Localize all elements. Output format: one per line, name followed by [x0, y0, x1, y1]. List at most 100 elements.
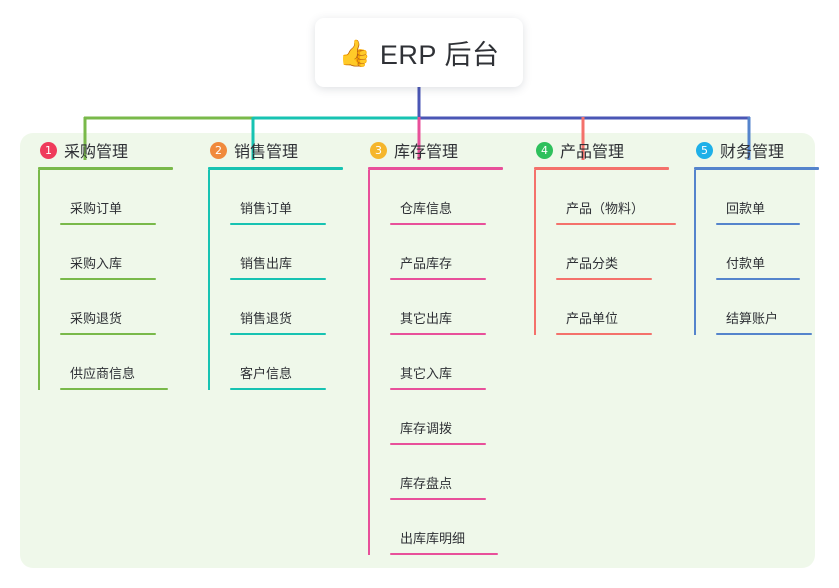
branch-items-4: 产品（物料） 产品分类产品单位	[534, 170, 684, 335]
content-panel	[20, 133, 815, 568]
branch-column-5: 5 财务管理回款单付款单结算账户	[684, 133, 834, 335]
leaf-underline	[230, 388, 326, 390]
branch-items-5: 回款单付款单结算账户	[694, 170, 834, 335]
leaf-label: 采购入库	[70, 256, 123, 271]
branch-badge-5: 5	[696, 141, 713, 159]
branch-header-5[interactable]: 5 财务管理	[684, 133, 834, 167]
leaf-node[interactable]: 采购订单	[60, 170, 188, 225]
branch-badge-4: 4	[536, 141, 553, 159]
branch-title-3: 库存管理	[394, 144, 459, 161]
leaf-label: 库存调拨	[400, 421, 453, 436]
leaf-node[interactable]: 结算账户	[716, 280, 834, 335]
leaf-underline	[230, 278, 326, 280]
leaf-node[interactable]: 供应商信息	[60, 335, 188, 390]
leaf-underline	[390, 278, 486, 280]
branch-column-2: 2 销售管理销售订单销售出库销售退货客户信息	[198, 133, 358, 390]
leaf-node[interactable]: 销售退货	[230, 280, 358, 335]
leaf-node[interactable]: 采购入库	[60, 225, 188, 280]
leaf-node[interactable]: 销售订单	[230, 170, 358, 225]
leaf-label: 产品（物料）	[566, 201, 645, 216]
branch-title-1: 采购管理	[64, 144, 129, 161]
leaf-node[interactable]: 出库库明细	[390, 500, 518, 555]
leaf-node[interactable]: 产品分类	[556, 225, 684, 280]
leaf-label: 产品分类	[566, 256, 619, 271]
leaf-label: 回款单	[726, 201, 766, 216]
branch-title-5: 财务管理	[720, 144, 785, 161]
root-node[interactable]: 👍 ERP 后台	[315, 18, 523, 87]
branch-title-4: 产品管理	[560, 144, 625, 161]
branch-spine-5	[694, 170, 696, 335]
leaf-node[interactable]: 库存调拨	[390, 390, 518, 445]
leaf-label: 其它出库	[400, 311, 453, 326]
leaf-node[interactable]: 产品单位	[556, 280, 684, 335]
leaf-label: 销售退货	[240, 311, 293, 326]
leaf-label: 供应商信息	[70, 366, 136, 381]
branch-header-2[interactable]: 2 销售管理	[198, 133, 358, 167]
leaf-label: 客户信息	[240, 366, 293, 381]
leaf-underline	[716, 278, 800, 280]
branch-badge-2: 2	[210, 141, 227, 159]
leaf-label: 产品库存	[400, 256, 453, 271]
branch-underline-3	[368, 167, 503, 170]
branch-items-1: 采购订单采购入库采购退货供应商信息	[38, 170, 188, 390]
leaf-label: 出库库明细	[400, 531, 466, 546]
branch-underline-2	[208, 167, 343, 170]
leaf-node[interactable]: 客户信息	[230, 335, 358, 390]
branch-badge-1: 1	[40, 141, 57, 159]
branch-column-4: 4 产品管理产品（物料） 产品分类产品单位	[524, 133, 684, 335]
branch-spine-4	[534, 170, 536, 335]
branch-underline-1	[38, 167, 173, 170]
branch-header-3[interactable]: 3 库存管理	[358, 133, 518, 167]
leaf-label: 销售订单	[240, 201, 293, 216]
branch-title-2: 销售管理	[234, 144, 299, 161]
branch-underline-4	[534, 167, 669, 170]
leaf-underline	[390, 443, 486, 445]
branch-underline-5	[694, 167, 819, 170]
leaf-underline	[556, 278, 652, 280]
branch-spine-2	[208, 170, 210, 390]
leaf-node[interactable]: 库存盘点	[390, 445, 518, 500]
leaf-underline	[556, 223, 676, 225]
leaf-node[interactable]: 回款单	[716, 170, 834, 225]
leaf-node[interactable]: 产品（物料）	[556, 170, 684, 225]
leaf-label: 产品单位	[566, 311, 619, 326]
leaf-label: 付款单	[726, 256, 766, 271]
leaf-node[interactable]: 产品库存	[390, 225, 518, 280]
leaf-label: 采购订单	[70, 201, 123, 216]
leaf-underline	[390, 333, 486, 335]
leaf-underline	[390, 388, 486, 390]
branch-items-2: 销售订单销售出库销售退货客户信息	[208, 170, 358, 390]
leaf-node[interactable]: 仓库信息	[390, 170, 518, 225]
branch-header-1[interactable]: 1 采购管理	[28, 133, 188, 167]
leaf-node[interactable]: 销售出库	[230, 225, 358, 280]
leaf-label: 采购退货	[70, 311, 123, 326]
leaf-underline	[716, 333, 812, 335]
leaf-underline	[556, 333, 652, 335]
leaf-underline	[390, 498, 486, 500]
branch-spine-1	[38, 170, 40, 390]
leaf-node[interactable]: 采购退货	[60, 280, 188, 335]
branch-column-3: 3 库存管理仓库信息产品库存其它出库其它入库库存调拨库存盘点出库库明细	[358, 133, 518, 555]
leaf-underline	[60, 333, 156, 335]
root-title: ERP 后台	[379, 40, 500, 70]
leaf-underline	[230, 333, 326, 335]
leaf-label: 仓库信息	[400, 201, 453, 216]
branch-header-4[interactable]: 4 产品管理	[524, 133, 684, 167]
leaf-underline	[230, 223, 326, 225]
branch-column-1: 1 采购管理采购订单采购入库采购退货供应商信息	[28, 133, 188, 390]
leaf-label: 其它入库	[400, 366, 453, 381]
branch-items-3: 仓库信息产品库存其它出库其它入库库存调拨库存盘点出库库明细	[368, 170, 518, 555]
leaf-underline	[390, 223, 486, 225]
leaf-label: 库存盘点	[400, 476, 453, 491]
leaf-underline	[390, 553, 498, 555]
leaf-node[interactable]: 其它出库	[390, 280, 518, 335]
leaf-label: 结算账户	[726, 311, 779, 326]
leaf-underline	[60, 278, 156, 280]
leaf-node[interactable]: 其它入库	[390, 335, 518, 390]
leaf-node[interactable]: 付款单	[716, 225, 834, 280]
leaf-underline	[60, 223, 156, 225]
branch-badge-3: 3	[370, 141, 387, 159]
leaf-underline	[716, 223, 800, 225]
leaf-underline	[60, 388, 168, 390]
